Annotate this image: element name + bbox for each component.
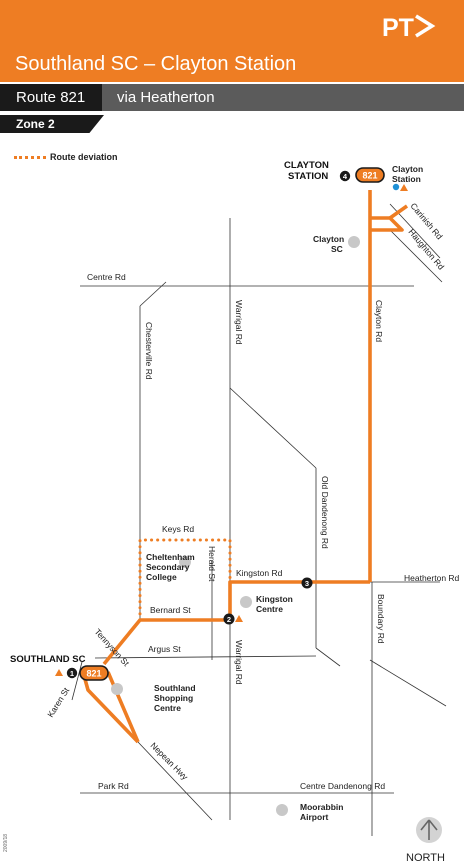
route-info-bar: Route 821 via Heatherton (0, 84, 464, 111)
route-via: via Heatherton (117, 89, 215, 106)
route-badge-end-text: 821 (362, 171, 377, 181)
chesterville-rd-bend (139, 281, 167, 307)
karen-st-line (71, 661, 83, 701)
stop-4-number: 4 (343, 172, 348, 181)
clayton-sc-label-2: SC (331, 244, 343, 254)
pt-logo-text: PT (382, 14, 414, 42)
bernard-st-label: Bernard St (150, 605, 191, 615)
route-nepean-karen (81, 671, 140, 744)
route-warrigal-kingston (228, 580, 370, 620)
connection-triangle-icon-southland (55, 669, 63, 676)
cheltenham-college-marker (179, 556, 191, 568)
kingston-centre-marker (240, 596, 252, 608)
nepean-hwy-label: Nepean Hwy (149, 740, 191, 782)
legend-deviation-label: Route deviation (50, 152, 118, 162)
cheltenham-label-3: College (146, 572, 177, 582)
warrigal-rd-south-label: Warrigal Rd (234, 640, 244, 685)
stop-2-number: 2 (227, 615, 231, 624)
southland-label-3: Centre (154, 703, 181, 713)
header-banner: PT Southland SC – Clayton Station (0, 0, 464, 82)
chesterville-rd-label: Chesterville Rd (144, 322, 154, 380)
kingston-rd-label: Kingston Rd (236, 568, 283, 578)
southland-label-2: Shopping (154, 693, 193, 703)
karen-st-label: Karen St (45, 685, 71, 719)
north-arrow-icon (416, 817, 442, 843)
argus-st-line (94, 655, 317, 659)
keys-rd-label: Keys Rd (162, 524, 194, 534)
street-network (71, 203, 447, 836)
kingston-centre-label-2: Centre (256, 604, 283, 614)
centre-dandenong-rd-label: Centre Dandenong Rd (300, 781, 385, 791)
stop-3: 3 (301, 577, 313, 589)
stop-2: 2 (223, 613, 235, 625)
route-badge-end: 821 (355, 167, 385, 183)
north-label: NORTH (406, 852, 445, 864)
argus-st-label: Argus St (148, 644, 181, 654)
footer-code: 2009/18 (3, 833, 9, 852)
stop-1: 1 (66, 667, 78, 679)
heatherton-rd-label: Heatherton Rd (404, 573, 460, 583)
moorabbin-label-1: Moorabbin (300, 802, 343, 812)
old-dandenong-rd-lower (315, 647, 341, 667)
park-rd-label: Park Rd (98, 781, 129, 791)
pt-arrow-icon (415, 14, 436, 38)
route-station-loop (370, 216, 404, 232)
warrigal-rd-north-label: Warrigal Rd (234, 300, 244, 345)
zone-badge: Zone 2 (0, 115, 104, 133)
haughton-rd-line (389, 229, 443, 283)
boundary-rd-label: Boundary Rd (376, 594, 386, 644)
connection-triangle-icon-kingston (235, 615, 243, 622)
southland-sc-stop-label: SOUTHLAND SC (10, 654, 86, 665)
route-carinish-link (388, 204, 409, 220)
clayton-station-stop-label-2: STATION (288, 171, 328, 182)
route-title: Southland SC – Clayton Station (15, 53, 297, 75)
clayton-sc-label-1: Clayton (313, 234, 344, 244)
cheltenham-label-2: Secondary (146, 562, 190, 572)
southland-shopping-marker (111, 683, 123, 695)
route-southland-loop (106, 671, 140, 743)
route-deviation-swatch (14, 155, 46, 159)
clayton-station-stop-label-1: CLAYTON (284, 160, 329, 171)
route-badge-start-text: 821 (86, 669, 101, 679)
route-badge-start: 821 (79, 665, 109, 681)
stop-4: 4 (339, 170, 351, 182)
nepean-hwy-line (137, 741, 213, 821)
centre-rd-label: Centre Rd (87, 272, 126, 282)
clayton-station-label-1: Clayton (392, 164, 423, 174)
herald-st-label: Herald St (207, 546, 217, 582)
southland-label-1: Southland (154, 683, 196, 693)
old-dandenong-rd-label: Old Dandenong Rd (320, 476, 330, 549)
stop-3-number: 3 (305, 579, 309, 588)
landmarks (111, 236, 360, 816)
route-path (81, 190, 409, 744)
moorabbin-label-2: Airport (300, 812, 329, 822)
train-station-icon (392, 183, 400, 191)
route-number: Route 821 (0, 84, 102, 111)
pt-logo: PT (382, 14, 436, 42)
clayton-station-label-2: Station (392, 174, 421, 184)
cheltenham-label-1: Cheltenham (146, 552, 195, 562)
boundary-rd-bend (369, 659, 447, 707)
clayton-sc-marker (348, 236, 360, 248)
legend: Route deviation (14, 152, 118, 162)
old-dandenong-rd-upper (229, 387, 317, 469)
tennyson-st-label: Tennyson St (93, 627, 132, 669)
zone-label: Zone 2 (16, 117, 55, 131)
stop-1-number: 1 (70, 669, 74, 678)
clayton-rd-label: Clayton Rd (374, 300, 384, 342)
kingston-centre-label-1: Kingston (256, 594, 293, 604)
connection-triangle-icon (400, 184, 408, 191)
moorabbin-airport-marker (276, 804, 288, 816)
